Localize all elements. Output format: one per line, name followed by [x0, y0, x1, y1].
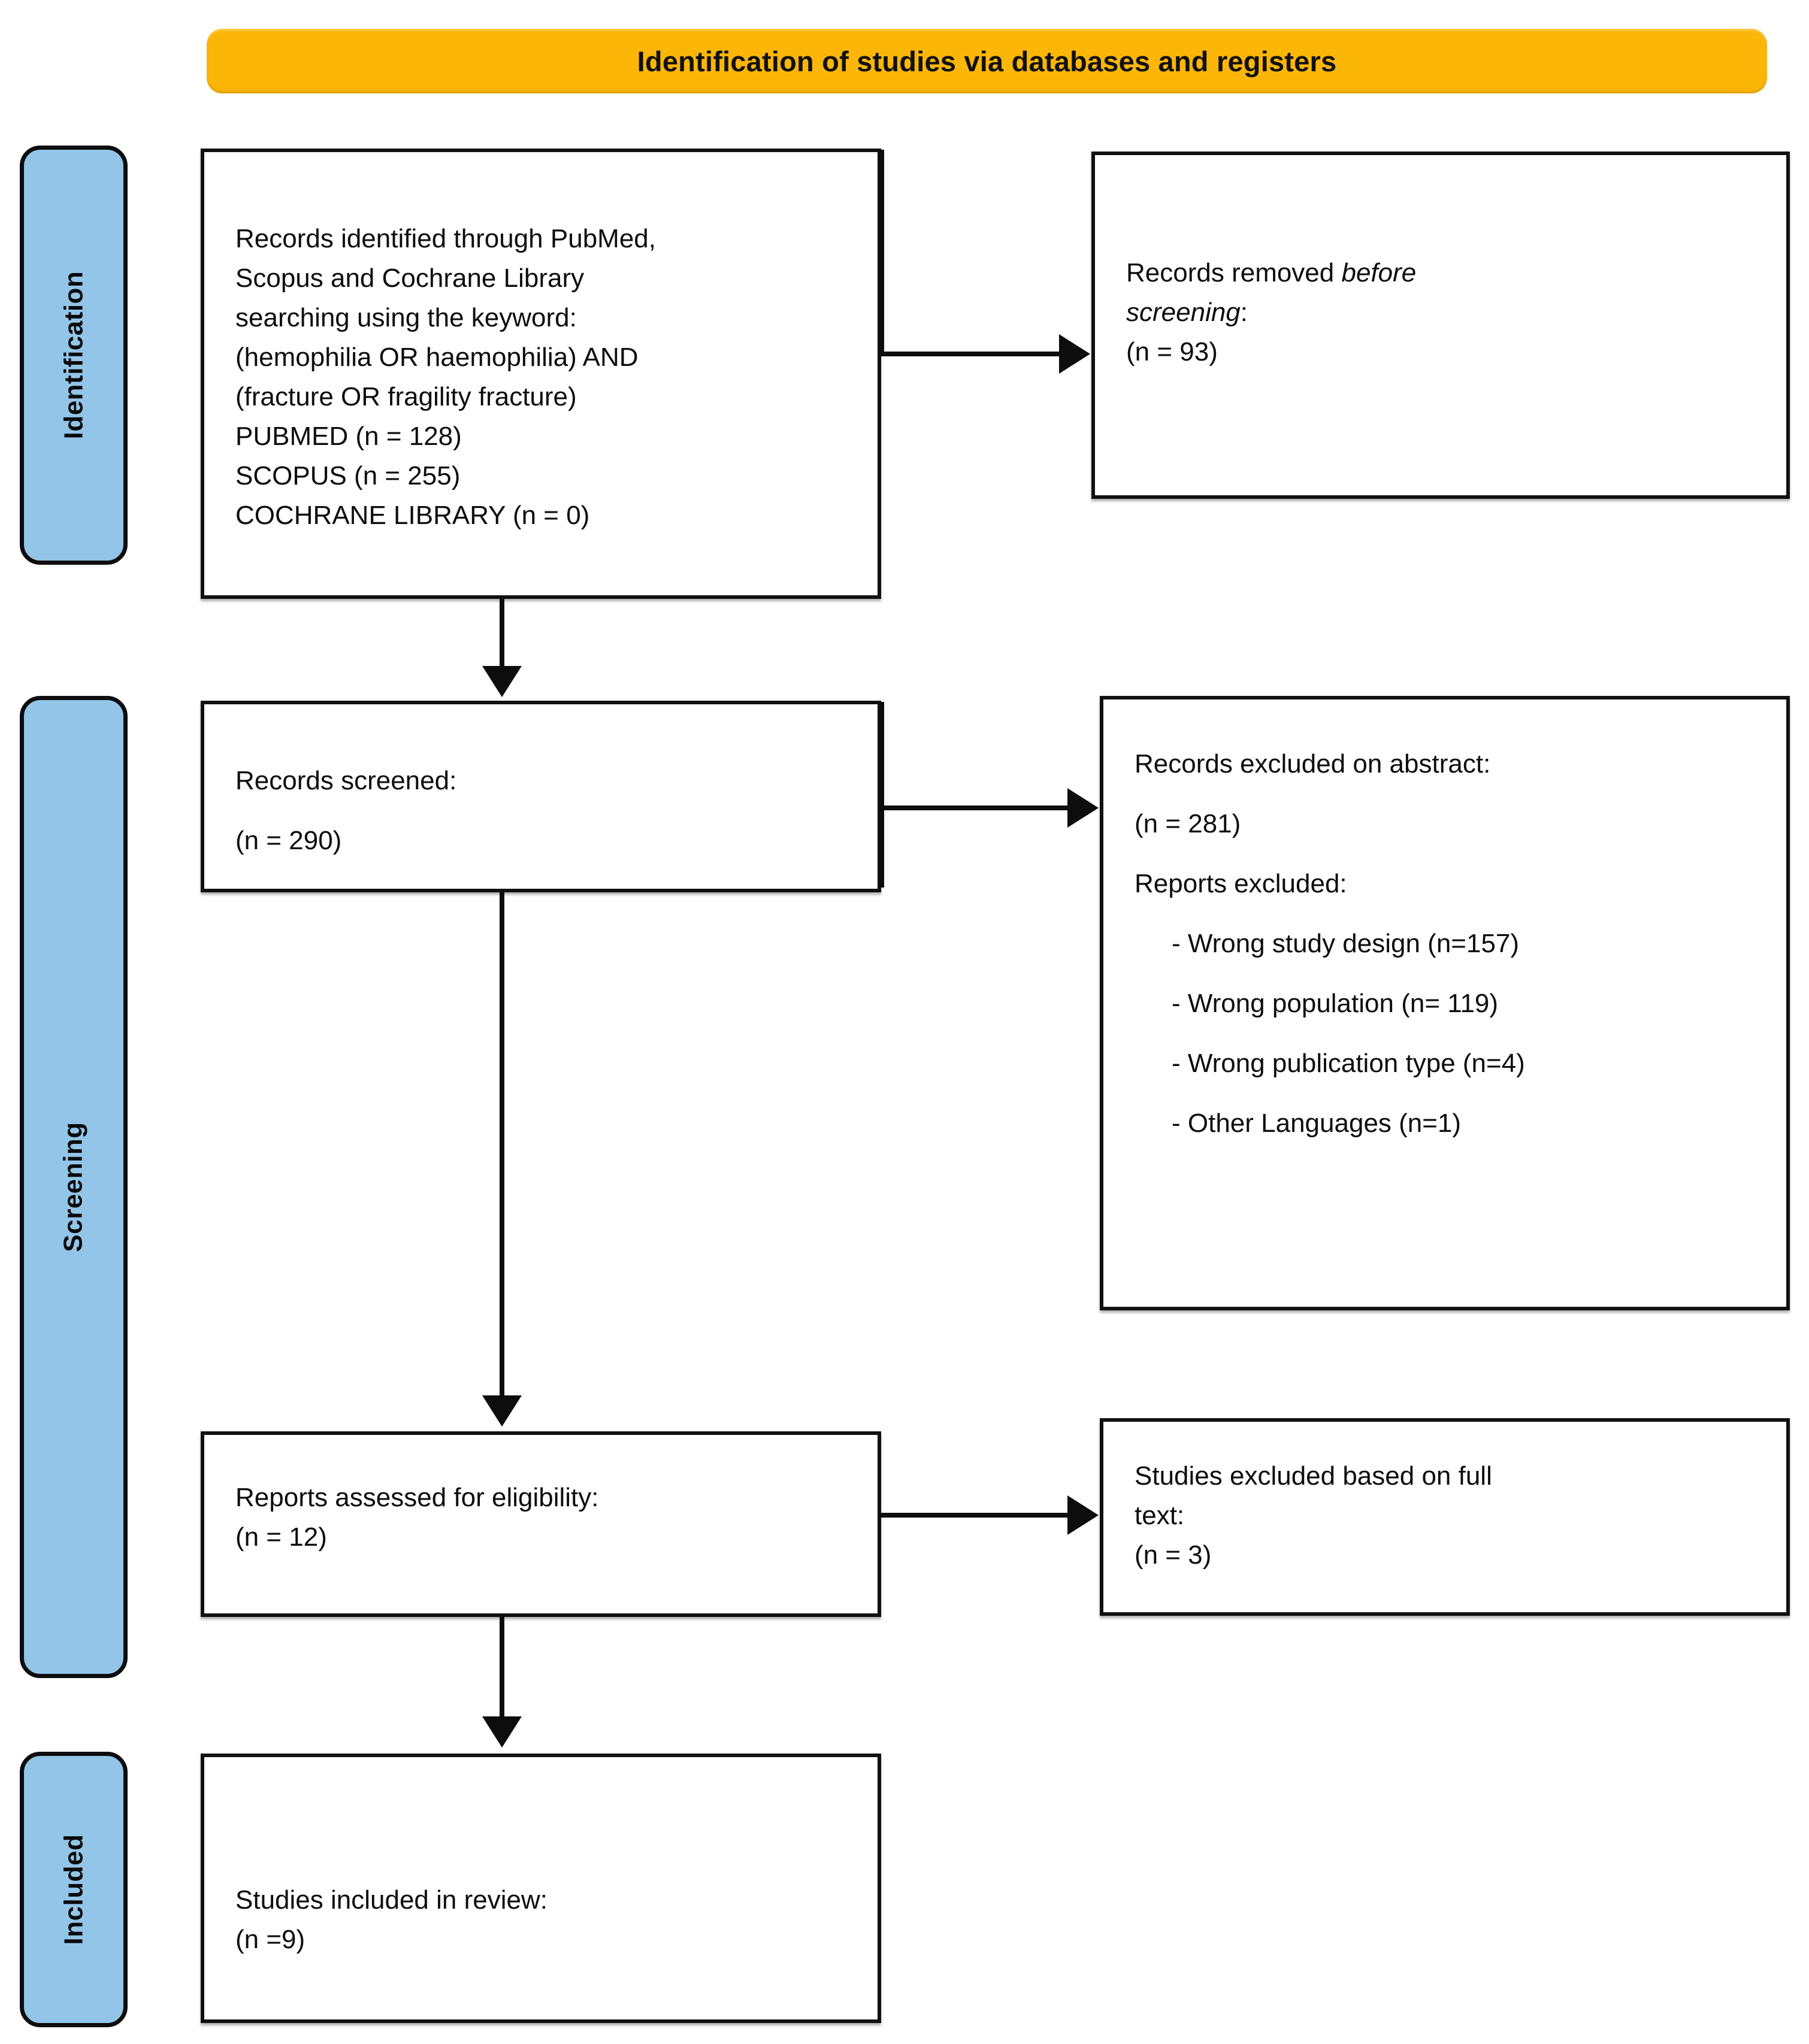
records-removed-emphasis-before: before [1341, 258, 1417, 287]
studies-excluded-line-2: text: [1135, 1501, 1185, 1530]
records-removed-line-2: screening: [1126, 293, 1766, 332]
box-studies-excluded-full-text: Studies excluded based on full text: (n … [1100, 1418, 1790, 1616]
phase-label-screening-text: Screening [59, 1122, 88, 1252]
phase-label-identification-text: Identification [59, 271, 88, 440]
records-identified-line-4: (hemophilia OR haemophilia) AND [235, 343, 639, 372]
reports-eligibility-count: (n = 12) [235, 1522, 327, 1552]
arrowhead-right [1067, 1495, 1099, 1535]
studies-included-count: (n =9) [235, 1925, 305, 1954]
studies-included-title: Studies included in review: [235, 1885, 547, 1915]
connector-segment-vertical [500, 891, 504, 1399]
records-excluded-title: Records excluded on abstract: [1135, 749, 1491, 779]
connector-segment-vertical [879, 702, 884, 888]
records-removed-colon: : [1240, 298, 1248, 327]
phase-label-included: Included [20, 1752, 128, 2027]
records-screened-title: Records screened: [235, 766, 457, 795]
reports-excluded-reason-2: - Wrong population (n= 119) [1172, 989, 1499, 1018]
studies-excluded-line-1: Studies excluded based on full [1135, 1461, 1492, 1491]
arrowhead-down [482, 1716, 522, 1748]
records-removed-line-1: Records removed before [1126, 253, 1766, 293]
records-identified-scopus-count: SCOPUS (n = 255) [235, 461, 461, 490]
records-removed-prefix: Records removed [1126, 258, 1342, 287]
reports-excluded-reason-4: - Other Languages (n=1) [1172, 1109, 1462, 1138]
connector-segment-vertical [879, 150, 884, 356]
connector-segment-vertical [500, 599, 504, 670]
reports-excluded-subtitle: Reports excluded: [1135, 869, 1347, 898]
phase-label-identification: Identification [20, 146, 128, 565]
connector-segment-horizontal [879, 1513, 1070, 1518]
phase-label-screening: Screening [20, 696, 128, 1678]
records-identified-pubmed-count: PUBMED (n = 128) [235, 422, 462, 451]
records-identified-line-2: Scopus and Cochrane Library [235, 264, 585, 293]
records-removed-count: (n = 93) [1126, 337, 1218, 367]
connector-segment-horizontal [879, 806, 1070, 810]
arrowhead-right [1067, 788, 1099, 828]
box-records-identified: Records identified through PubMed, Scopu… [201, 149, 881, 599]
box-reports-assessed-eligibility: Reports assessed for eligibility: (n = 1… [201, 1431, 881, 1617]
records-identified-line-3: searching using the keyword: [235, 303, 577, 332]
records-identified-line-5: (fracture OR fragility fracture) [235, 382, 577, 411]
records-identified-cochrane-count: COCHRANE LIBRARY (n = 0) [235, 501, 590, 530]
diagram-header-banner: Identification of studies via databases … [207, 29, 1767, 93]
records-identified-line-1: Records identified through PubMed, [235, 224, 656, 253]
page-title: Identification of studies via databases … [637, 45, 1337, 77]
reports-excluded-reason-1: - Wrong study design (n=157) [1172, 929, 1520, 958]
reports-eligibility-title: Reports assessed for eligibility: [235, 1483, 599, 1512]
records-screened-count: (n = 290) [235, 826, 342, 855]
arrowhead-right [1059, 334, 1090, 374]
arrowhead-down [482, 666, 522, 697]
box-records-removed-before-screening: Records removed before screening: (n = 9… [1091, 152, 1790, 499]
studies-excluded-count: (n = 3) [1135, 1540, 1212, 1570]
connector-segment-vertical [500, 1616, 504, 1719]
box-records-screened: Records screened: (n = 290) [201, 701, 881, 892]
box-studies-included-review: Studies included in review: (n =9) [201, 1754, 881, 2023]
records-excluded-count: (n = 281) [1135, 809, 1241, 838]
box-records-excluded: Records excluded on abstract: (n = 281) … [1100, 696, 1790, 1310]
arrowhead-down [482, 1395, 522, 1427]
reports-excluded-reason-3: - Wrong publication type (n=4) [1172, 1049, 1525, 1078]
phase-label-included-text: Included [59, 1834, 88, 1945]
records-removed-emphasis-screening: screening [1126, 298, 1241, 327]
connector-segment-horizontal [879, 352, 1060, 356]
